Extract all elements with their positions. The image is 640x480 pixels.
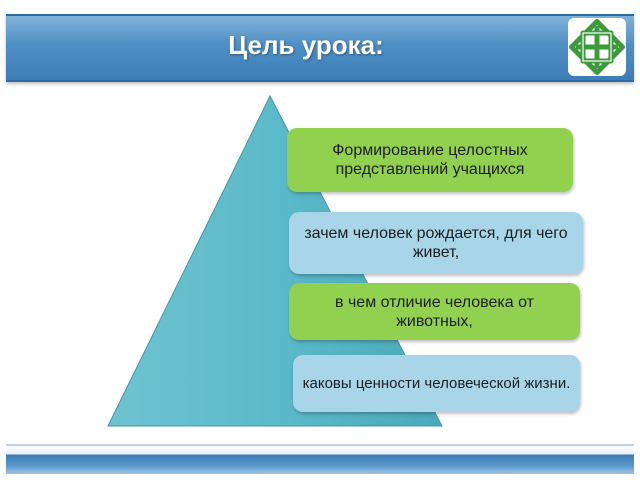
pyramid-level-4: каковы ценности человеческой жизни. xyxy=(293,355,580,412)
pyramid-level-2: зачем человек рождается, для чего живет, xyxy=(289,212,583,274)
pyramid-level-2-text: зачем человек рождается, для чего живет, xyxy=(304,225,568,261)
pyramid-level-3-text: в чем отличие человека от животных, xyxy=(335,293,534,330)
title-bar: Цель урока: xyxy=(6,14,634,82)
pyramid-level-3: в чем отличие человека от животных, xyxy=(289,283,580,340)
interlaced-knot-logo-icon xyxy=(568,18,626,76)
bottom-bar xyxy=(6,444,634,474)
pyramid-level-1: Формирование целостных представлений уча… xyxy=(287,128,573,192)
pyramid-level-1-text: Формирование целостных представлений уча… xyxy=(332,142,528,178)
pyramid-level-4-text: каковы ценности человеческой жизни. xyxy=(302,374,571,392)
slide-title: Цель урока: xyxy=(228,30,384,60)
